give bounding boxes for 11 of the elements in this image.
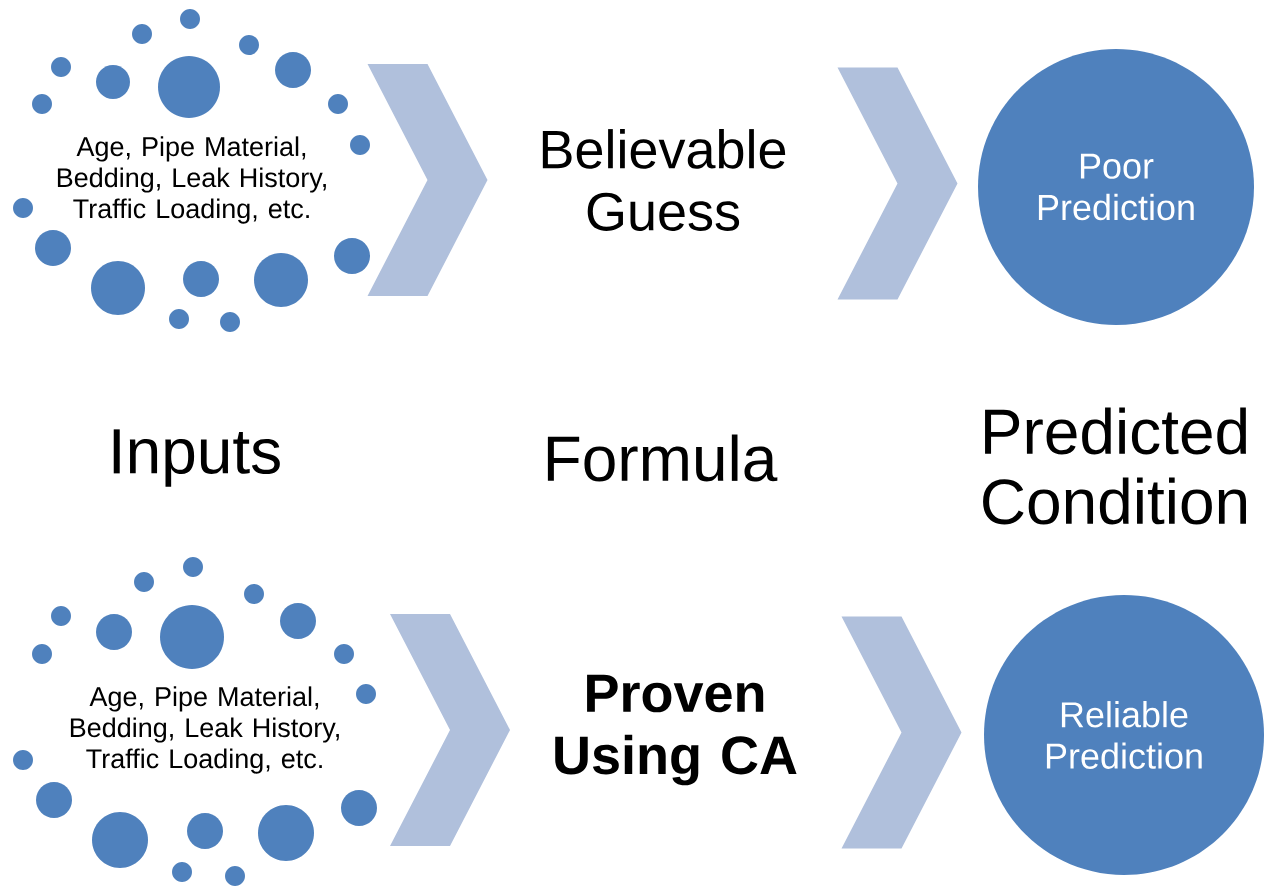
column-heading: Predicted Condition xyxy=(983,407,1247,525)
chevron-arrow xyxy=(841,616,962,849)
chevron-arrow xyxy=(837,67,958,300)
inputs-text: Age, Pipe Material, Bedding, Leak History, Traffic Loading, etc. xyxy=(70,686,339,774)
chevron-arrow xyxy=(390,614,510,846)
column-heading: Inputs xyxy=(113,429,280,487)
chevron-arrow xyxy=(367,64,488,296)
formula-text: Believable Guess xyxy=(542,129,786,231)
inputs-text: Age, Pipe Material, Bedding, Leak History, Traffic Loading, etc. xyxy=(57,136,326,224)
formula-text: Proven Using CA xyxy=(555,674,797,786)
column-heading: Formula xyxy=(547,434,778,482)
